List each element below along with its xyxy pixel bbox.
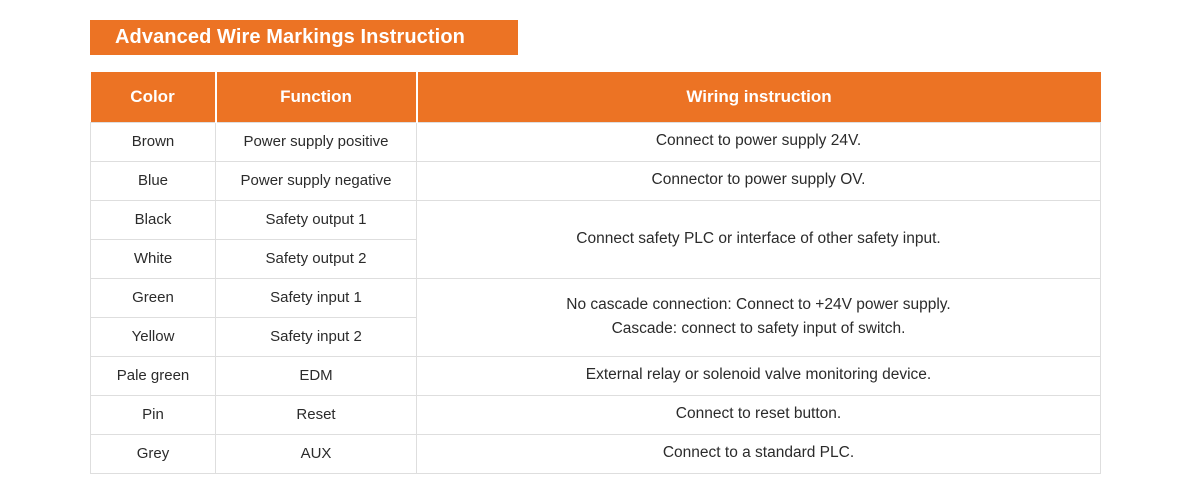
cell-wiring-instruction: External relay or solenoid valve monitor… xyxy=(416,355,1101,396)
cell-function: Power supply negative xyxy=(215,160,417,201)
table-header: Color Function Wiring instruction xyxy=(90,72,1101,122)
cell-wiring-instruction: Connect to reset button. xyxy=(416,394,1101,435)
cell-function: Safety input 2 xyxy=(215,316,417,357)
cell-color: Blue xyxy=(90,160,216,201)
cell-color: Grey xyxy=(90,433,216,474)
cell-function: EDM xyxy=(215,355,417,396)
cell-function: Reset xyxy=(215,394,417,435)
wiring-instruction-line: Connect safety PLC or interface of other… xyxy=(576,229,941,247)
cell-color: Brown xyxy=(90,121,216,162)
cell-color: Pale green xyxy=(90,355,216,396)
cell-function: AUX xyxy=(215,433,417,474)
cell-function: Safety output 2 xyxy=(215,238,417,279)
table-header-row: Color Function Wiring instruction xyxy=(90,72,1101,122)
cell-color: Pin xyxy=(90,394,216,435)
cell-wiring-instruction: Connect to a standard PLC. xyxy=(416,433,1101,474)
cell-wiring-instruction: Connector to power supply OV. xyxy=(416,160,1101,201)
cell-color: White xyxy=(90,238,216,279)
wiring-instruction-line: Cascade: connect to safety input of swit… xyxy=(611,320,906,337)
cell-color: Black xyxy=(90,199,216,240)
column-header-wiring-instruction: Wiring instruction xyxy=(416,72,1101,122)
wiring-instruction-line: Connect to a standard PLC. xyxy=(662,444,855,462)
cell-wiring-instruction: Connect safety PLC or interface of other… xyxy=(416,199,1101,279)
wiring-instruction-line: External relay or solenoid valve monitor… xyxy=(585,366,932,384)
wiring-instruction-line: Connect to power supply 24V. xyxy=(655,132,862,150)
column-header-function: Function xyxy=(215,72,418,122)
cell-wiring-instruction: No cascade connection: Connect to +24V p… xyxy=(416,277,1101,357)
cell-color: Green xyxy=(90,277,216,318)
wiring-instruction-line: Connect to reset button. xyxy=(675,405,842,423)
column-header-color: Color xyxy=(90,72,217,122)
title-banner: Advanced Wire Markings Instruction xyxy=(90,20,518,55)
wiring-instruction-line: Connector to power supply OV. xyxy=(651,171,866,189)
page-title: Advanced Wire Markings Instruction xyxy=(115,26,465,48)
cell-wiring-instruction: Connect to power supply 24V. xyxy=(416,121,1101,162)
cell-color: Yellow xyxy=(90,316,216,357)
cell-function: Safety output 1 xyxy=(215,199,417,240)
cell-function: Power supply positive xyxy=(215,121,417,162)
wiring-instruction-line: No cascade connection: Connect to +24V p… xyxy=(566,295,951,313)
cell-function: Safety input 1 xyxy=(215,277,417,318)
